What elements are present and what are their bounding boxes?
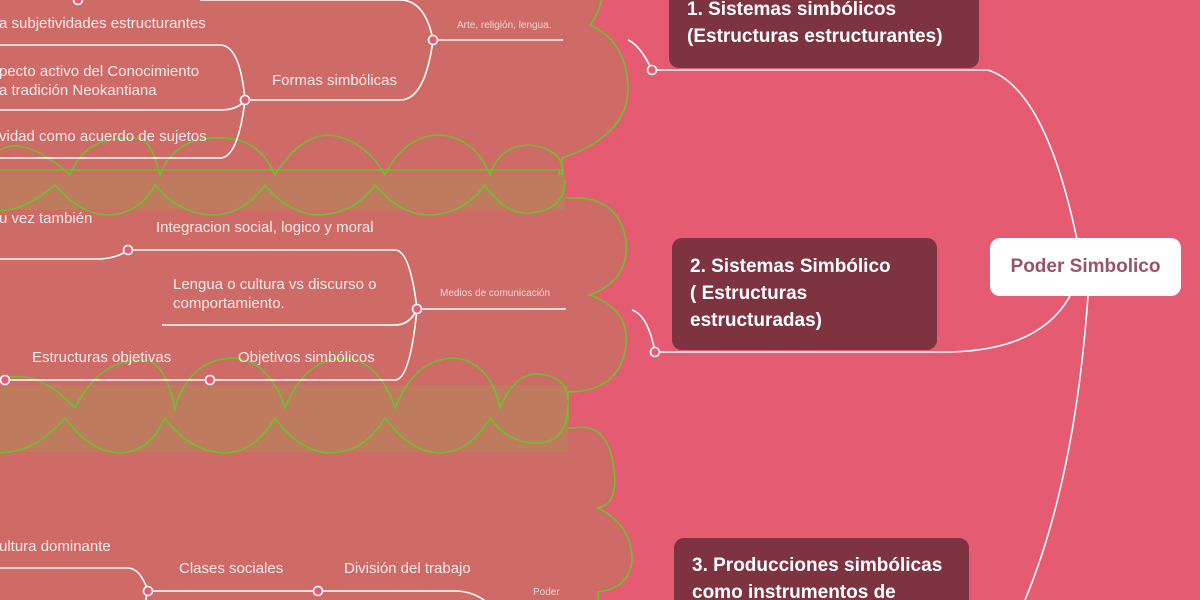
- label-aspecto-activo-line1[interactable]: pecto activo del Conocimiento: [0, 63, 200, 80]
- label-lengua-cultura-line2[interactable]: comportamiento.: [173, 295, 285, 312]
- label-formas-simbolicas[interactable]: Formas simbólicas: [272, 72, 398, 89]
- topic-sistemas-simbolicos[interactable]: 1. Sistemas simbólicos (Estructuras estr…: [669, 0, 979, 68]
- label-medios-comunicacion[interactable]: Medios de comunicación: [440, 288, 551, 299]
- boundary-cloud-1: [0, 0, 629, 176]
- label-objetivos-simbolicos[interactable]: Objetivos simbólicos: [238, 349, 375, 366]
- root-label: Poder Simbolico: [1010, 256, 1161, 277]
- label-estructuras-objetivas[interactable]: Estructuras objetivas: [32, 349, 172, 366]
- topic-producciones-simbolicas[interactable]: 3. Producciones simbólicas como instrume…: [674, 538, 969, 600]
- label-acuerdo-sujetos[interactable]: vidad como acuerdo de sujetos: [0, 128, 207, 145]
- label-integracion-social[interactable]: Integracion social, logico y moral: [156, 219, 374, 236]
- topic-1-line-2: (Estructuras estructurantes): [687, 26, 943, 47]
- label-division-trabajo[interactable]: División del trabajo: [344, 560, 471, 577]
- topic-2-line-2: ( Estructuras: [690, 283, 808, 304]
- topic-anchor-dots: [646, 64, 661, 358]
- topic-3-line-1: 3. Producciones simbólicas: [692, 555, 943, 576]
- topic-2-line-1: 2. Sistemas Simbólico: [690, 256, 891, 277]
- topic-2-line-3: estructuradas): [690, 310, 822, 331]
- scallop-band-1: [0, 134, 566, 216]
- label-cultura-dominante[interactable]: ultura dominante: [0, 538, 111, 555]
- boundary-cloud-3: [0, 414, 633, 600]
- connector-lines: [0, 0, 1089, 600]
- label-arte-religion-lengua[interactable]: Arte, religión, lengua.: [457, 20, 552, 31]
- topic-3-line-2: como instrumentos de: [692, 582, 896, 600]
- root-node[interactable]: Poder Simbolico: [990, 238, 1181, 296]
- label-poder[interactable]: Poder: [533, 587, 560, 598]
- scallop-band-2: [0, 357, 569, 454]
- label-lengua-cultura-line1[interactable]: Lengua o cultura vs discurso o: [173, 276, 377, 293]
- label-su-vez[interactable]: u vez también: [0, 210, 93, 227]
- node-dots: [0, 0, 439, 597]
- boundary-cloud-2: [0, 169, 628, 421]
- topic-1-line-1: 1. Sistemas simbólicos: [687, 0, 897, 20]
- topic-sistemas-simbolico-estructuradas[interactable]: 2. Sistemas Simbólico ( Estructuras estr…: [672, 238, 937, 350]
- label-aspecto-activo-line2[interactable]: a tradición Neokantiana: [0, 82, 157, 99]
- label-subjetividades[interactable]: a subjetividades estructurantes: [0, 15, 206, 32]
- label-clases-sociales[interactable]: Clases sociales: [179, 560, 284, 577]
